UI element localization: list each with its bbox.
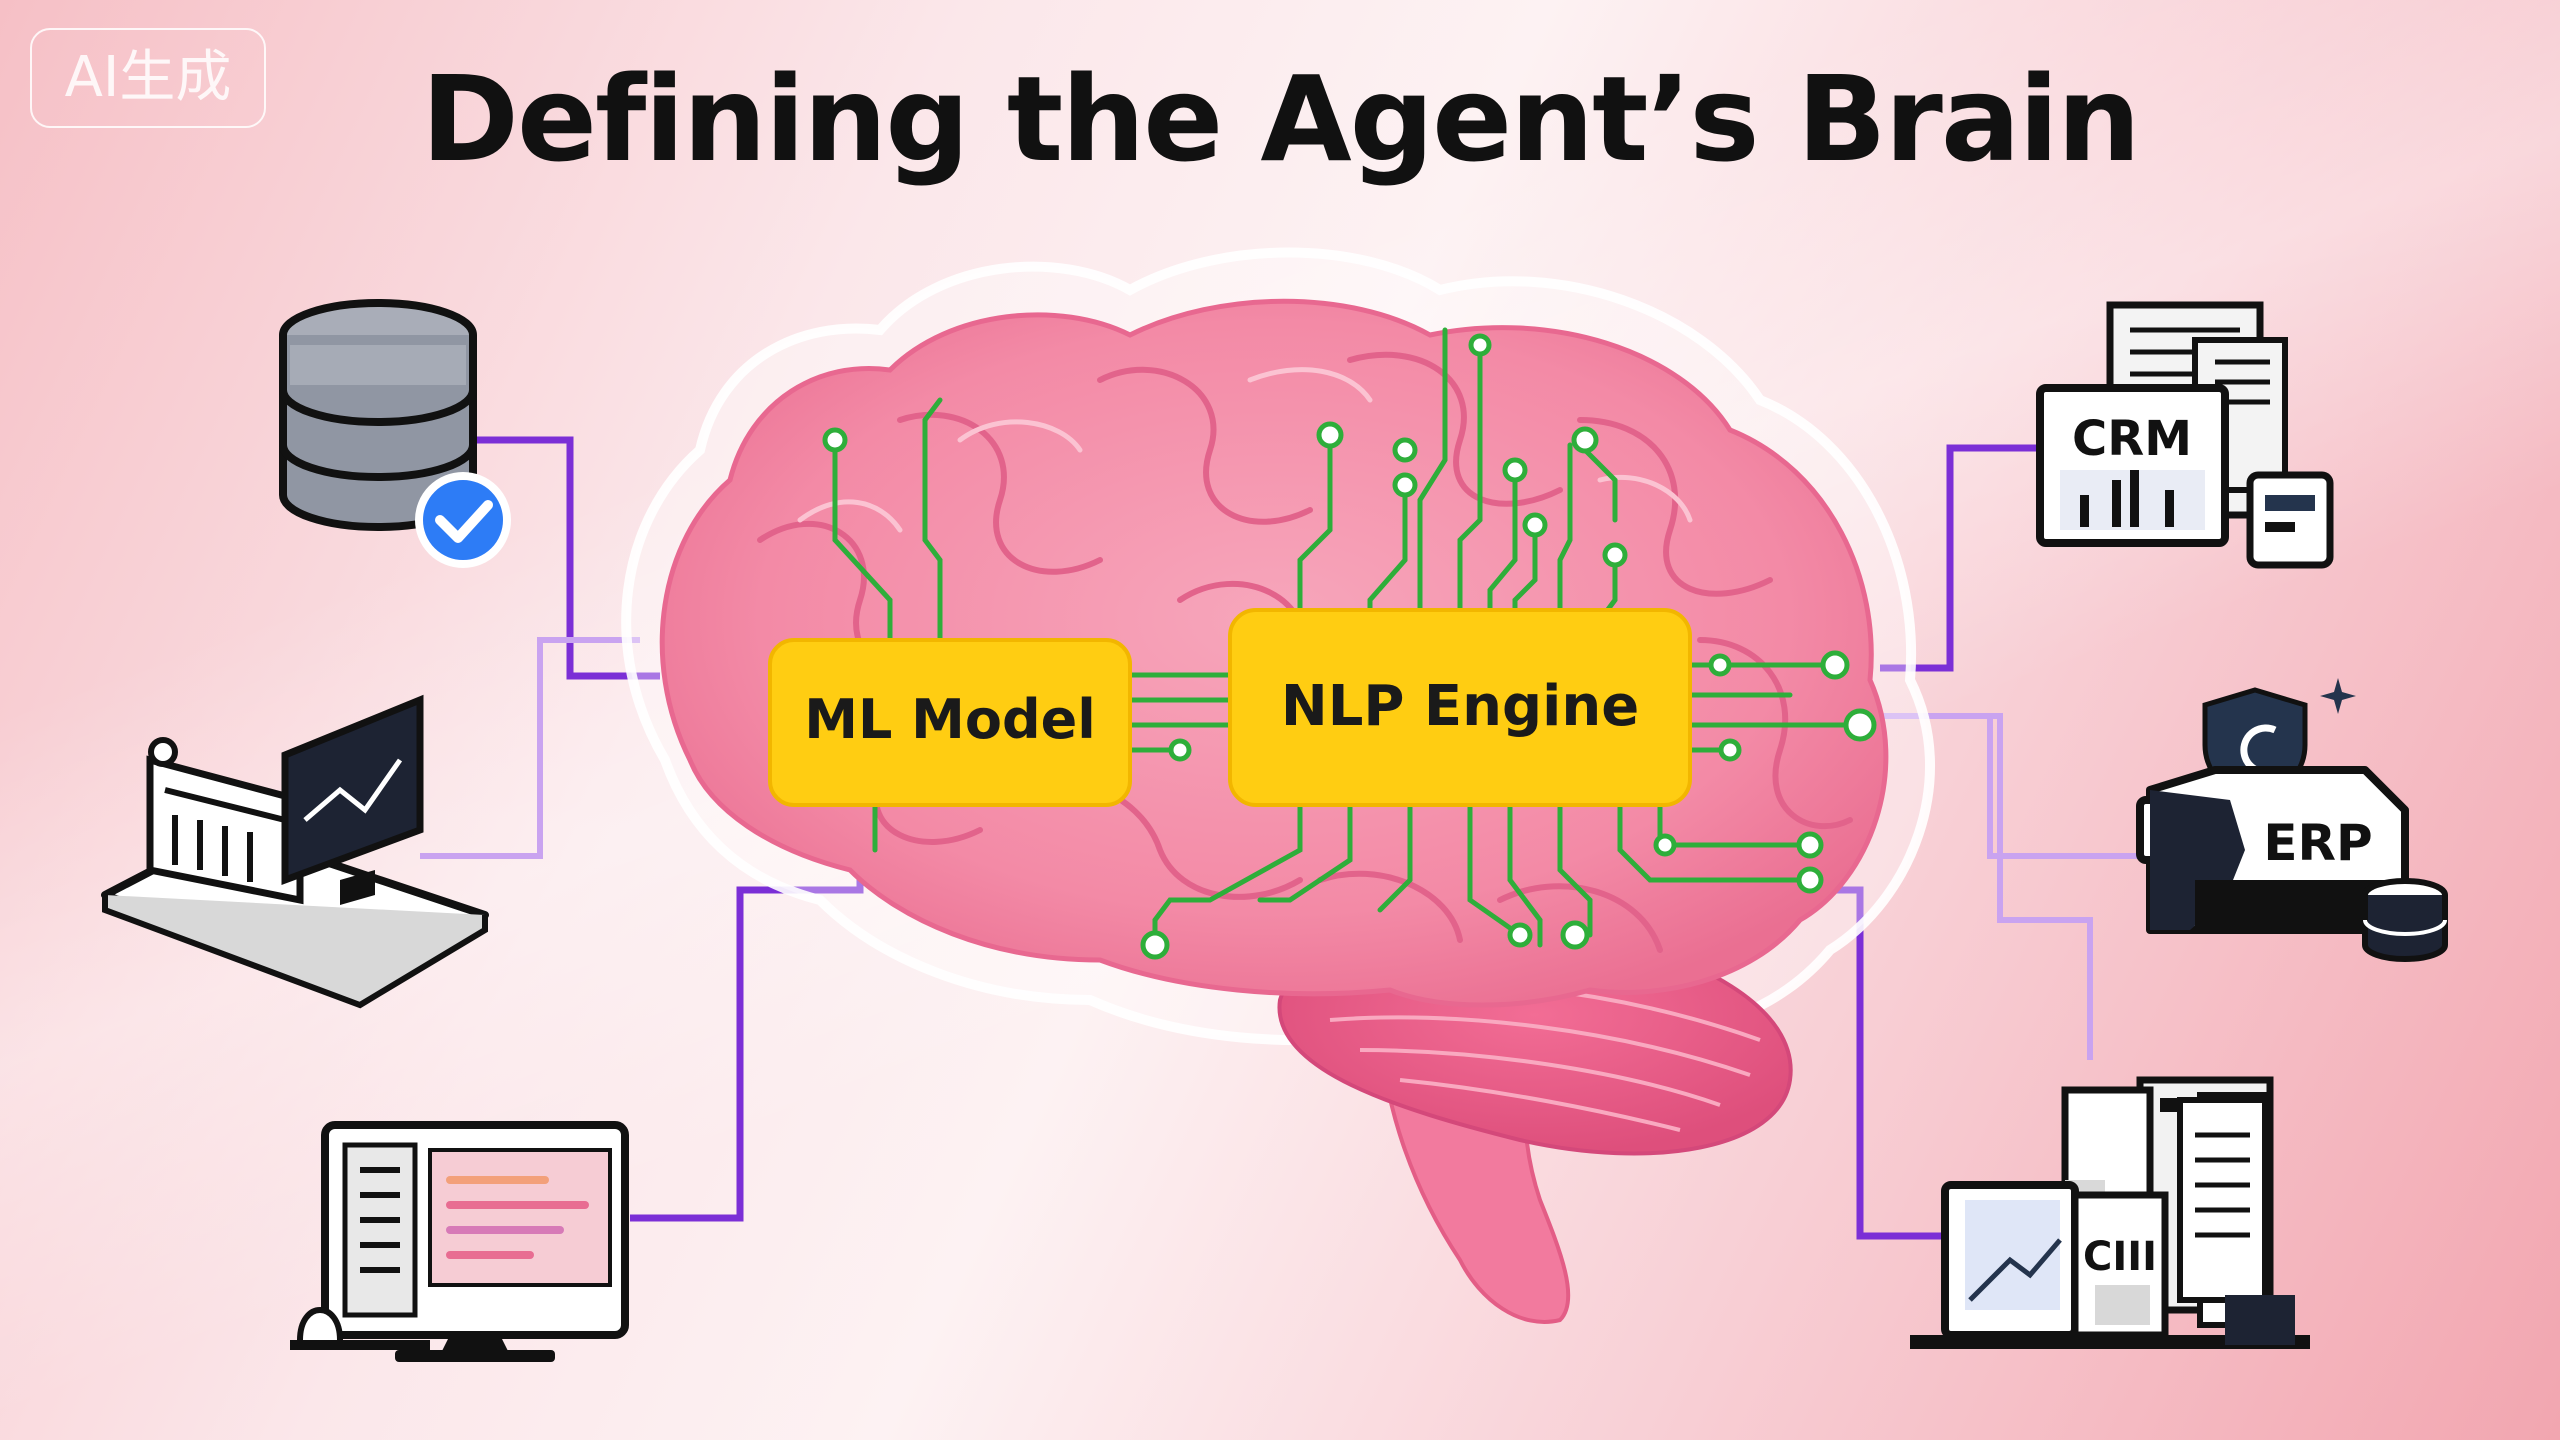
nlp-engine-label: NLP Engine <box>1281 674 1639 739</box>
desktop-computer-icon <box>290 1121 629 1362</box>
analytics-workstation-icon <box>101 694 489 1009</box>
database-icon <box>279 299 477 531</box>
erp-system-icon: ERP <box>2136 678 2448 962</box>
doc-label: CIII <box>2083 1234 2157 1280</box>
crm-label: CRM <box>2072 411 2192 467</box>
connector-doc <box>1820 886 1960 1240</box>
page-title: Defining the Agent’s Brain <box>421 50 2141 188</box>
ai-generated-watermark: AI生成 <box>30 28 266 128</box>
check-badge-icon <box>415 472 511 568</box>
ml-model-chip: ML Model <box>768 638 1132 807</box>
nlp-engine-chip: NLP Engine <box>1228 608 1692 807</box>
circuit-traces <box>832 327 1863 948</box>
crm-dashboard-icon: CRM <box>2036 301 2334 569</box>
ml-model-label: ML Model <box>804 688 1096 751</box>
connector-workstation <box>420 637 640 859</box>
connector-erp-lower <box>1900 713 2093 1060</box>
connector-database <box>470 436 660 680</box>
circuit-nodes <box>822 333 1877 960</box>
document-report-icon: CIII <box>1910 1076 2310 1349</box>
erp-label: ERP <box>2263 814 2372 872</box>
